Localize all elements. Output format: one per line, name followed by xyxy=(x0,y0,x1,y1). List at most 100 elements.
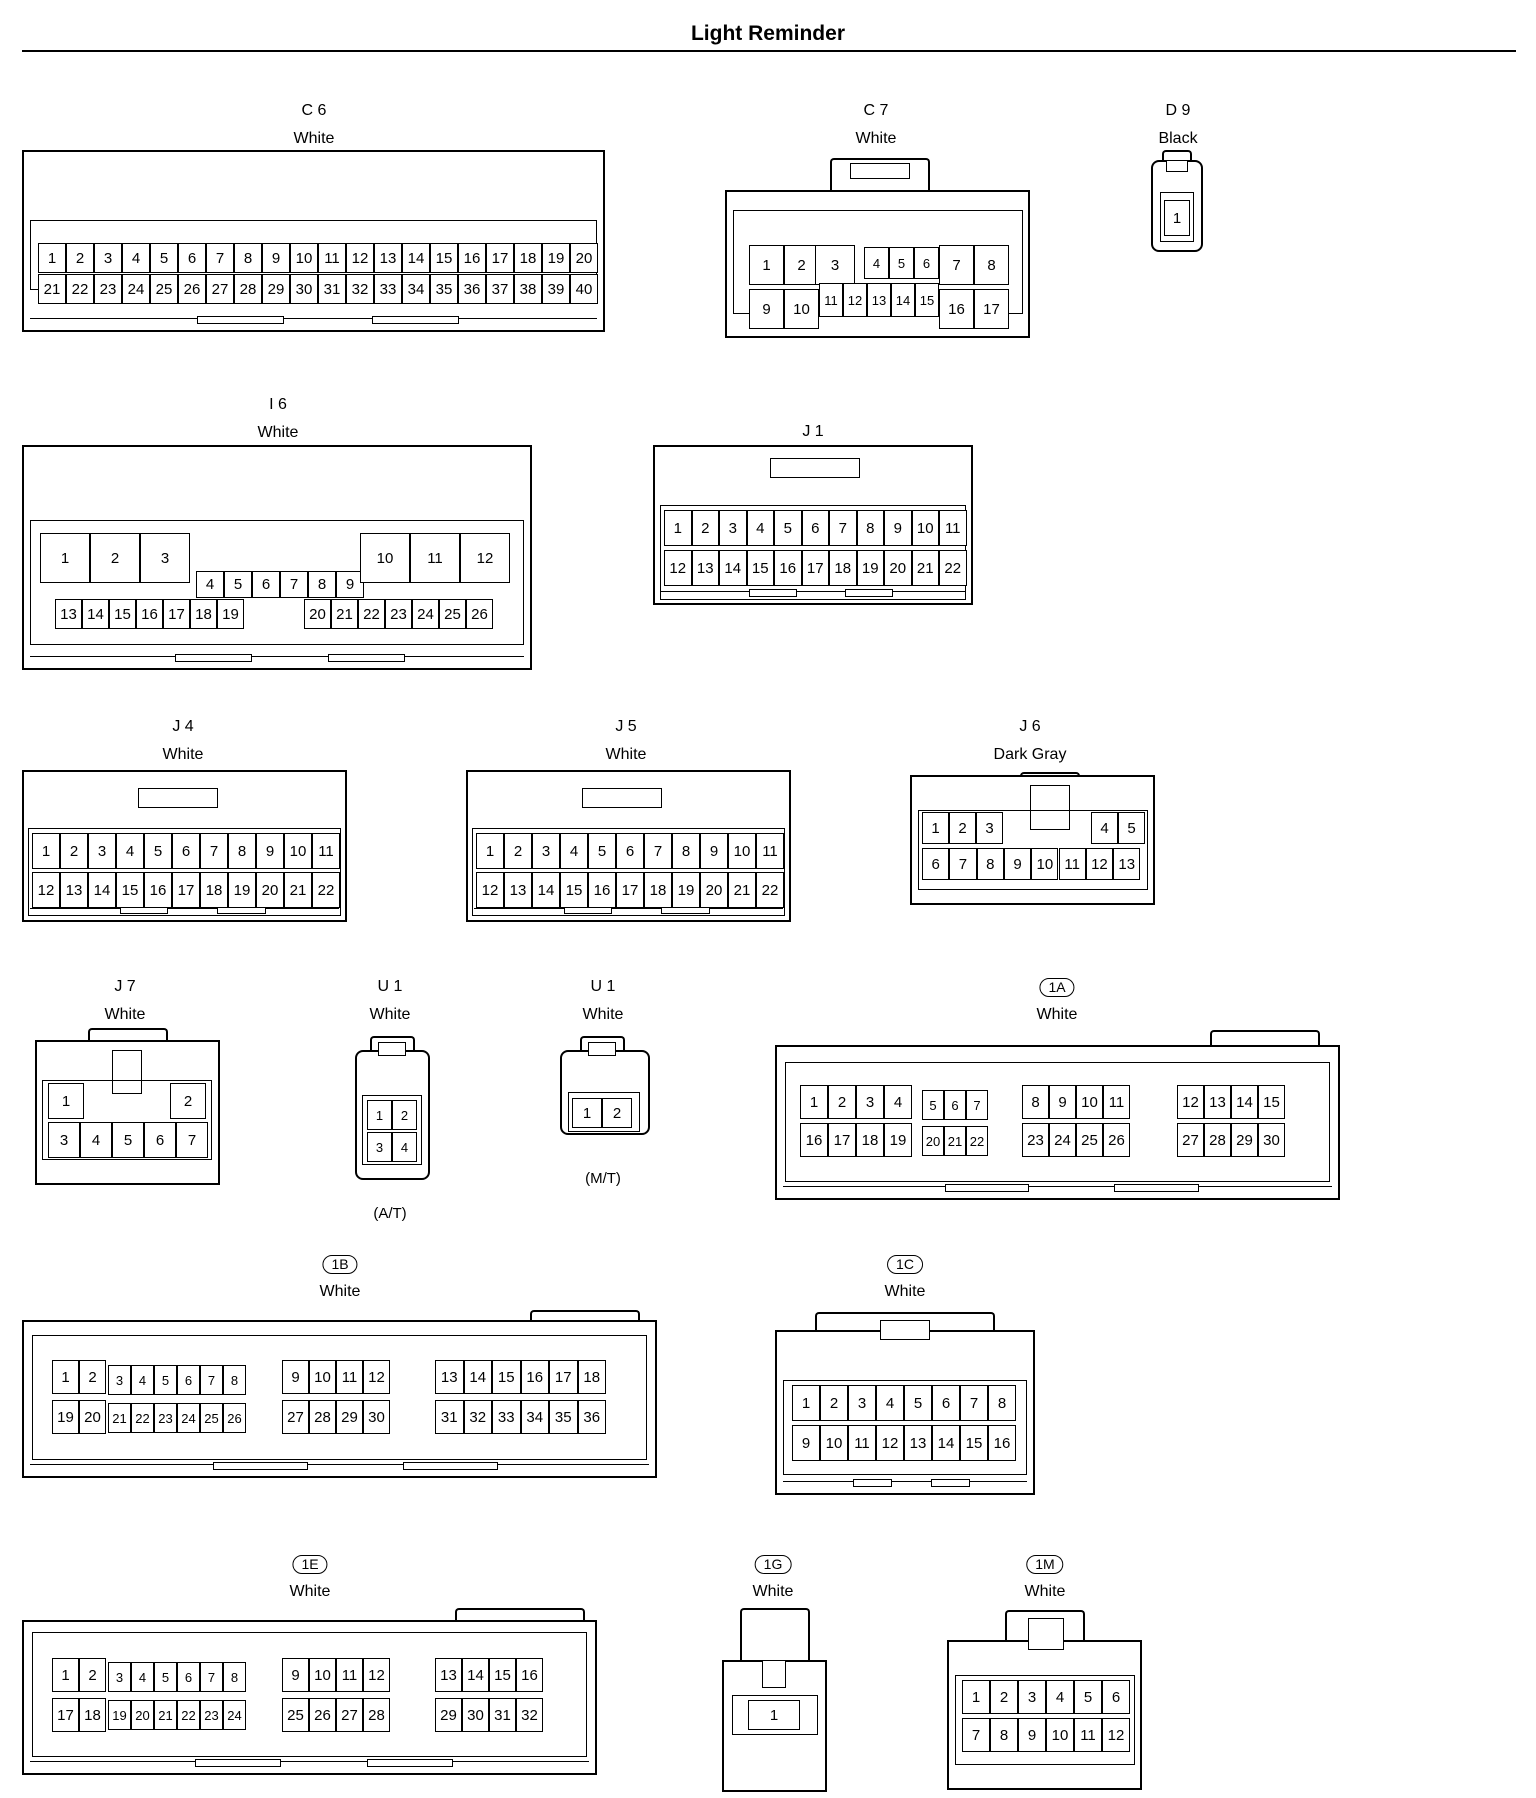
pin-cell: 21 xyxy=(331,599,358,629)
pin-cell: 6 xyxy=(914,247,939,279)
connector-latch xyxy=(112,1050,142,1094)
pin-cell: 20 xyxy=(570,243,598,273)
pin-cell: 16 xyxy=(588,872,616,908)
pin-cell: 1 xyxy=(792,1385,820,1421)
pin-cell: 3 xyxy=(367,1132,392,1162)
connector-slot xyxy=(853,1479,892,1487)
pin-cell: 13 xyxy=(55,599,82,629)
pin-cell: 20 xyxy=(884,550,912,586)
connector-code: 1E xyxy=(292,1555,328,1574)
connector-cavity xyxy=(783,1380,1027,1475)
pin-cell: 12 xyxy=(476,872,504,908)
pin-cell: 13 xyxy=(904,1425,932,1461)
connector-color: White xyxy=(855,130,897,147)
pin-cell: 17 xyxy=(549,1360,578,1394)
pin-cell: 33 xyxy=(492,1400,521,1434)
pin-cell: 12 xyxy=(1102,1718,1130,1752)
pin-cell: 6 xyxy=(801,510,829,546)
pin-cell: 5 xyxy=(889,247,914,279)
pin-cell: 16 xyxy=(774,550,802,586)
pin-cell: 12 xyxy=(664,550,692,586)
connector-color: White xyxy=(257,424,299,441)
pin-cell: 12 xyxy=(1177,1085,1204,1119)
pin-cell: 26 xyxy=(1103,1123,1130,1157)
pin-cell: 32 xyxy=(516,1698,543,1732)
connector-housing xyxy=(947,1640,1142,1790)
connector-latch xyxy=(762,1660,786,1688)
pin-cell: 7 xyxy=(962,1718,990,1752)
pin-cell: 28 xyxy=(363,1698,390,1732)
pin-cell: 11 xyxy=(336,1360,363,1394)
pin-cell: 11 xyxy=(318,243,346,273)
pin-cell: 4 xyxy=(864,247,889,279)
connector-code: C 7 xyxy=(863,102,889,119)
pin-cell: 7 xyxy=(200,1662,223,1692)
connector-code: C 6 xyxy=(301,102,327,119)
pin-cell: 23 xyxy=(200,1700,223,1730)
pin-cell: 22 xyxy=(312,872,340,908)
pin-cell: 18 xyxy=(514,243,542,273)
pin-cell: 10 xyxy=(309,1360,336,1394)
connector-latch xyxy=(1028,1618,1064,1650)
pin-cell: 8 xyxy=(1022,1085,1049,1119)
pin-cell: 10 xyxy=(820,1425,848,1461)
connector-color: White xyxy=(884,1283,926,1300)
pin-cell: 6 xyxy=(922,848,950,880)
pin-cell: 39 xyxy=(542,274,570,304)
pin-cell: 5 xyxy=(1074,1680,1102,1714)
pin-cell: 10 xyxy=(290,243,318,273)
pin-cell: 15 xyxy=(1258,1085,1285,1119)
connector-color: White xyxy=(752,1583,794,1600)
pin-cell: 4 xyxy=(196,571,224,598)
pin-cell: 7 xyxy=(939,245,974,285)
pin-cell: 33 xyxy=(374,274,402,304)
pin-cell: 3 xyxy=(532,833,560,869)
pin-cell: 2 xyxy=(170,1083,206,1119)
pin-cell: 6 xyxy=(932,1385,960,1421)
connector-latch xyxy=(770,458,860,478)
pin-cell: 18 xyxy=(190,599,217,629)
pin-cell: 10 xyxy=(728,833,756,869)
pin-cell: 17 xyxy=(163,599,190,629)
pin-cell: 2 xyxy=(79,1658,106,1692)
pin-cell: 7 xyxy=(829,510,857,546)
connector-latch xyxy=(850,163,910,179)
pin-cell: 28 xyxy=(234,274,262,304)
pin-cell: 22 xyxy=(358,599,385,629)
pin-cell: 7 xyxy=(200,1365,223,1395)
connector-slot xyxy=(1114,1184,1199,1192)
pin-cell: 2 xyxy=(79,1360,106,1394)
pin-cell: 2 xyxy=(820,1385,848,1421)
connector-cavity xyxy=(32,1632,587,1757)
pin-cell: 5 xyxy=(224,571,252,598)
pin-cell: 6 xyxy=(177,1662,200,1692)
connector-slot xyxy=(931,1479,970,1487)
pin-cell: 14 xyxy=(462,1658,489,1692)
connector-slot xyxy=(194,1759,281,1767)
connector-base-line xyxy=(474,908,783,909)
pin-cell: 38 xyxy=(514,274,542,304)
pin-cell: 21 xyxy=(728,872,756,908)
pin-cell: 3 xyxy=(848,1385,876,1421)
pin-cell: 6 xyxy=(177,1365,200,1395)
pin-cell: 21 xyxy=(911,550,939,586)
pin-cell: 1 xyxy=(664,510,692,546)
pin-cell: 17 xyxy=(616,872,644,908)
pin-cell: 18 xyxy=(856,1123,884,1157)
pin-cell: 10 xyxy=(309,1658,336,1692)
pin-cell: 31 xyxy=(489,1698,516,1732)
pin-cell: 14 xyxy=(88,872,116,908)
pin-cell: 25 xyxy=(150,274,178,304)
pin-cell: 17 xyxy=(486,243,514,273)
pin-cell: 19 xyxy=(52,1400,79,1434)
connector-housing xyxy=(22,1320,657,1478)
pin-cell: 8 xyxy=(990,1718,1018,1752)
pin-cell: 4 xyxy=(1046,1680,1074,1714)
connector-slot xyxy=(212,1462,308,1470)
pin-cell: 8 xyxy=(228,833,256,869)
pin-cell: 1 xyxy=(962,1680,990,1714)
pin-cell: 28 xyxy=(309,1400,336,1434)
pin-cell: 22 xyxy=(966,1126,988,1156)
pin-cell: 25 xyxy=(439,599,466,629)
connector-latch xyxy=(1166,160,1188,172)
